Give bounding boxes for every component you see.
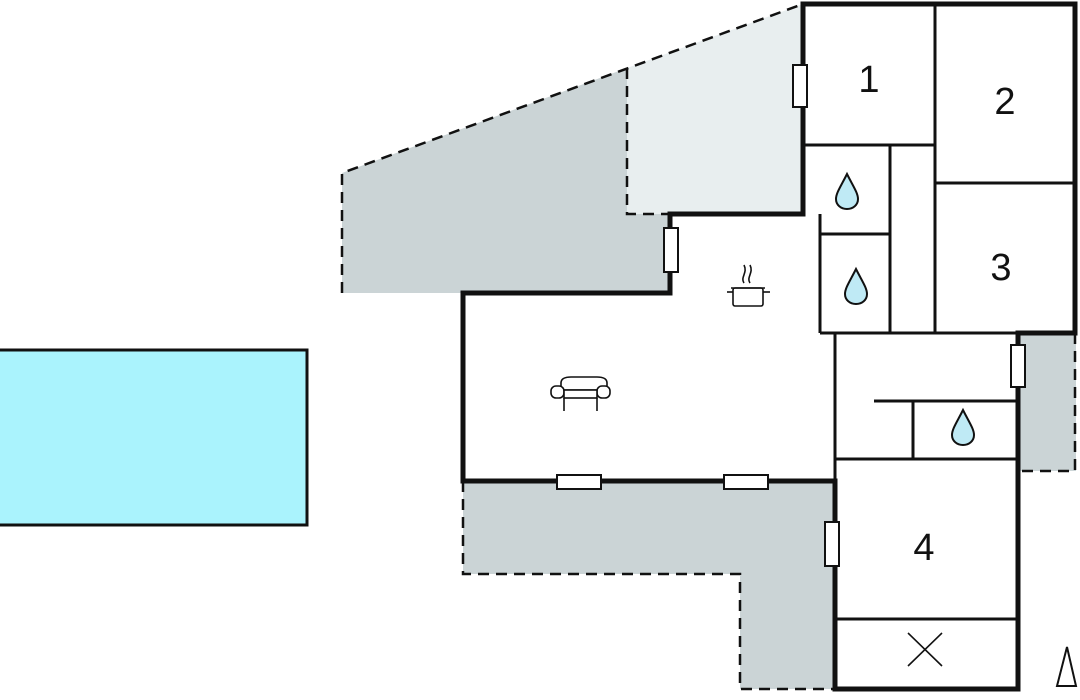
water-drop-icon: [843, 266, 869, 306]
terrace-upper-outline: [340, 2, 804, 293]
terrace-upper-left: [342, 68, 670, 293]
terrace-right: [1018, 333, 1076, 471]
window-markers: [556, 64, 1026, 567]
cooking-pot-icon: [727, 264, 770, 307]
room-label-4: 4: [913, 527, 934, 569]
water-drop-icon: [950, 407, 976, 447]
terrace-right-outline: [1018, 333, 1077, 473]
terrace-upper-light: [627, 4, 803, 214]
window: [824, 521, 840, 567]
window: [1010, 344, 1026, 388]
room-label-1: 1: [858, 59, 879, 101]
window: [792, 64, 808, 108]
sofa-icon: [550, 376, 611, 411]
window: [723, 474, 769, 490]
interior-walls: [803, 4, 1075, 621]
room-label-3: 3: [990, 247, 1011, 289]
water-drop-icon: [834, 171, 860, 211]
terrace-lower: [463, 481, 835, 689]
terrace-lower-outline: [461, 481, 835, 691]
window: [556, 474, 602, 490]
swimming-pool: [0, 348, 309, 527]
window: [663, 227, 679, 273]
cross-icon: [907, 632, 943, 667]
north-arrow-icon: [1055, 646, 1078, 687]
room-label-2: 2: [994, 81, 1015, 123]
